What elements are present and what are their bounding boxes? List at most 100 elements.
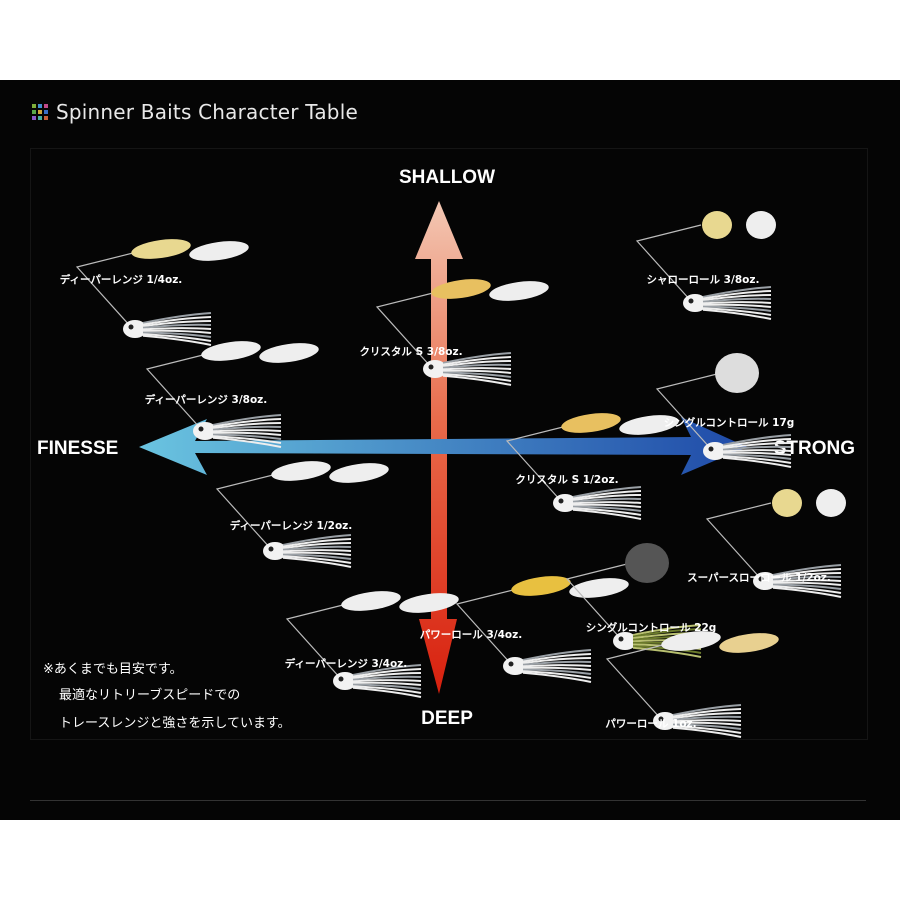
page-title: Spinner Baits Character Table xyxy=(56,100,358,124)
lure-label: ディーパーレンジ 1/2oz. xyxy=(230,519,353,532)
lure: パワーロール 1oz. xyxy=(605,631,779,738)
lure-eye xyxy=(688,298,694,304)
lure: シャローロール 3/8oz. xyxy=(635,211,776,320)
lure-label: クリスタル S 3/8oz. xyxy=(359,346,462,358)
lure-eye xyxy=(428,364,434,370)
wire-arm xyxy=(75,250,142,328)
wire-arm xyxy=(145,352,212,430)
lure-label: パワーロール 1oz. xyxy=(605,718,696,730)
willow-blade xyxy=(431,279,491,299)
axis-label-deep: DEEP xyxy=(421,708,473,729)
wire-arm xyxy=(215,472,282,550)
lure-head xyxy=(423,360,447,378)
note-line-3: トレースレンジと強さを示しています。 xyxy=(59,716,291,731)
lure-skirt xyxy=(212,414,282,448)
willow-blade xyxy=(719,633,779,653)
note: ※あくまでも目安です。 最適なリトリーブスピードでの トレースレンジと強さを示し… xyxy=(43,662,291,731)
lure-skirt xyxy=(772,564,842,598)
lure-head xyxy=(653,712,677,730)
lure-head xyxy=(613,632,637,650)
wire-arm xyxy=(705,502,772,580)
lure-skirt xyxy=(672,704,742,738)
lure-skirt xyxy=(522,649,592,683)
lure-eye xyxy=(508,661,514,667)
willow-blade xyxy=(511,576,571,596)
willow-blade xyxy=(561,413,621,433)
divider xyxy=(30,800,866,801)
lure: クリスタル S 3/8oz. xyxy=(359,279,549,386)
strength-arrow xyxy=(139,417,747,475)
willow-blade xyxy=(259,343,319,363)
lure-head xyxy=(503,657,527,675)
colorado-blade xyxy=(625,543,669,583)
lure-skirt xyxy=(702,286,772,320)
character-chart: SHALLOW DEEP FINESSE STRONG ディーパーレンジ 1/4… xyxy=(30,148,868,740)
lure: ディーパーレンジ 1/2oz. xyxy=(215,461,389,568)
lure-skirt xyxy=(442,352,512,386)
lure-head xyxy=(753,572,777,590)
wire-arm xyxy=(655,372,722,450)
lure: パワーロール 3/4oz. xyxy=(420,576,629,683)
lure-label: シングルコントロール 17g xyxy=(664,416,795,429)
wire-arm xyxy=(635,224,702,302)
lure-skirt xyxy=(142,312,212,346)
colorado-blade xyxy=(702,211,732,239)
willow-blade xyxy=(329,463,389,483)
wire-arm xyxy=(375,290,442,368)
lure-eye xyxy=(708,446,714,452)
willow-blade xyxy=(271,461,331,481)
willow-blade xyxy=(399,593,459,613)
lure-head xyxy=(263,542,287,560)
content-panel: Spinner Baits Character Table xyxy=(0,80,900,820)
lure-label: ディーパーレンジ 3/8oz. xyxy=(145,393,268,406)
lures-layer: ディーパーレンジ 1/4oz. ディーパーレンジ 3/8oz. ディーパーレンジ 1… xyxy=(60,211,846,738)
lure-skirt xyxy=(282,534,352,568)
lure: ディーパーレンジ 3/8oz. xyxy=(145,341,319,448)
lure-label: ディーパーレンジ 3/4oz. xyxy=(285,657,408,670)
lure-eye xyxy=(758,576,764,582)
wire-arm xyxy=(605,642,672,720)
lure-head xyxy=(193,422,217,440)
lure-head xyxy=(683,294,707,312)
willow-blade xyxy=(131,239,191,259)
lure-label: スーパースローロール 1/2oz. xyxy=(687,572,831,584)
lure: シングルコントロール 17g xyxy=(655,353,795,468)
colorado-blade xyxy=(772,489,802,517)
willow-blade xyxy=(661,631,721,651)
lure-eye xyxy=(128,324,134,330)
willow-blade xyxy=(619,415,679,435)
lure-eye xyxy=(338,676,344,682)
lure: クリスタル S 1/2oz. xyxy=(505,413,679,520)
lure-label: パワーロール 3/4oz. xyxy=(420,629,522,641)
wire-arm xyxy=(565,562,632,640)
lure-label: クリスタル S 1/2oz. xyxy=(515,474,618,486)
header: Spinner Baits Character Table xyxy=(32,98,358,126)
lure-head xyxy=(703,442,727,460)
lure-skirt xyxy=(352,664,422,698)
note-line-2: 最適なリトリーブスピードでの xyxy=(59,687,240,703)
note-line-1: ※あくまでも目安です。 xyxy=(43,662,183,677)
lure-label: シングルコントロール 22g xyxy=(586,621,717,634)
axis-label-strong: STRONG xyxy=(774,438,855,459)
willow-blade xyxy=(189,241,249,261)
colorado-blade xyxy=(746,211,776,239)
willow-blade xyxy=(569,578,629,598)
lure: ディーパーレンジ 1/4oz. xyxy=(60,239,249,346)
wire-arm xyxy=(285,602,352,680)
lure-eye xyxy=(198,426,204,432)
axis-label-shallow: SHALLOW xyxy=(399,167,495,188)
lure-label: ディーパーレンジ 1/4oz. xyxy=(60,273,183,286)
lure-label: シャローロール 3/8oz. xyxy=(647,274,760,286)
lure-skirt xyxy=(722,434,792,468)
chart-canvas: SHALLOW DEEP FINESSE STRONG ディーパーレンジ 1/4… xyxy=(37,167,855,738)
willow-blade xyxy=(341,591,401,611)
willow-blade xyxy=(489,281,549,301)
axis-label-finesse: FINESSE xyxy=(37,438,118,459)
lure: スーパースローロール 1/2oz. xyxy=(687,489,846,598)
lure-skirt xyxy=(572,486,642,520)
lure-eye xyxy=(268,546,274,552)
wire-arm xyxy=(505,424,572,502)
lure-eye xyxy=(618,636,624,642)
colorado-blade xyxy=(715,353,759,393)
lure-head xyxy=(553,494,577,512)
